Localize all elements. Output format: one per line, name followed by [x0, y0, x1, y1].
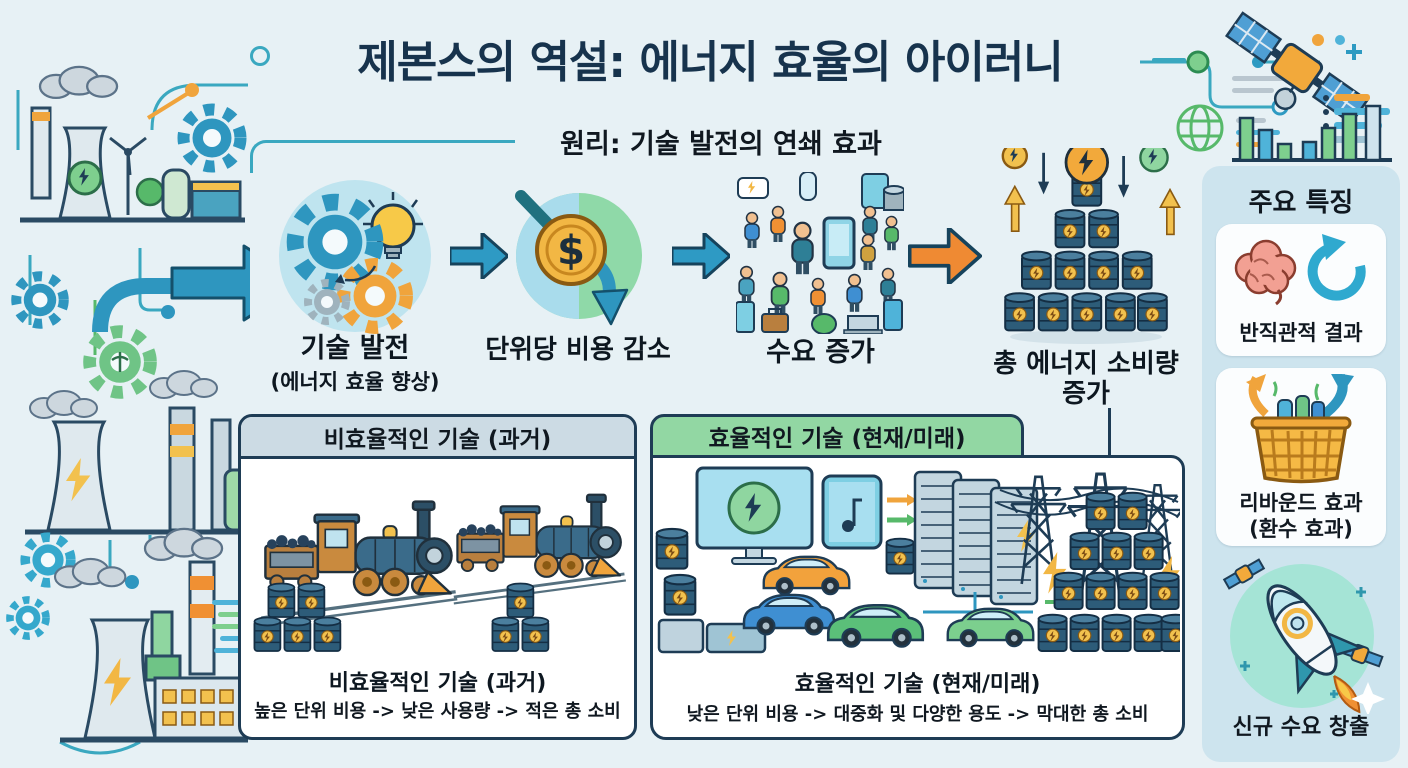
down-arrow: [591, 288, 629, 326]
connector-line: [1108, 408, 1111, 456]
monitor-icon: [695, 466, 814, 565]
panel-inefficient-past: 비효율적인 기술 (과거) 비효율적인 기술 (과거) 높은 단위 비용 -> …: [238, 414, 637, 740]
battery-icon: [657, 618, 767, 654]
panel-past-header: 비효율적인 기술 (과거): [241, 417, 634, 459]
plus-mark: [1346, 44, 1362, 60]
gear-icon: [16, 276, 64, 324]
globe-icon: [1176, 104, 1224, 152]
panel-past-caption-text: 높은 단위 비용 -> 낮은 사용량 -> 적은 총 소비: [254, 701, 621, 722]
steam-locomotive: [454, 463, 626, 603]
up-arrow: [1003, 184, 1026, 233]
flow-arrow-2: [672, 233, 730, 279]
briefcase-icon: [761, 308, 789, 333]
music-tablet-icon: [821, 474, 883, 550]
flow-step4-label: 총 에너지 소비량: [993, 349, 1179, 379]
database-icon: [883, 185, 904, 211]
flow-arrow-3: [908, 228, 982, 284]
feature-label-rebound2: (환수 효과): [1249, 517, 1353, 541]
panel-past-caption-title: 비효율적인 기술 (과거): [328, 671, 547, 696]
gears-lightbulb-icon: [279, 180, 431, 334]
key-features-sidebar: 주요 특징 반직관적 결과 리바운드 효과 (환수 효과): [1202, 166, 1400, 762]
sparkle: [1240, 587, 1366, 698]
flow-step1-sublabel: (에너지 효율 향상): [270, 370, 440, 394]
bag-icon: [811, 313, 837, 334]
feature-label-new-demand: 신규 수요 창출: [1232, 715, 1370, 740]
steam-locomotives-illustration: [253, 463, 633, 652]
laptop-icon: [843, 315, 883, 334]
car-green: [946, 607, 1035, 648]
node-dot: [1186, 50, 1210, 74]
panel-future-caption-text: 낮은 단위 비용 -> 대중화 및 다양한 용도 -> 막대한 총 소비: [686, 704, 1149, 725]
crowd-devices-icon: [736, 172, 904, 334]
flow-subtitle: 원리: 기술 발전의 연쇄 효과: [560, 129, 882, 160]
panel-efficient-future: 효율적인 기술 (현재/미래) 낮은 단위 비용 -> 대중화 및 다양한 용도…: [650, 455, 1185, 740]
arrow-small: [887, 514, 917, 526]
brain-icon: [1234, 239, 1297, 306]
list-lines: [1232, 76, 1290, 93]
satellite-chart-illustration: [1140, 11, 1392, 162]
up-arrow: [1159, 187, 1181, 236]
brain-cycle-icon: [1234, 234, 1366, 306]
arrow-small: [887, 494, 917, 506]
left-power-plants-illustration: [0, 65, 250, 755]
energy-barrel-stack-icon: [1001, 148, 1181, 344]
rebound-arrow-left: [1246, 374, 1266, 392]
phone-icon: [736, 301, 755, 333]
flow-step4-label2: 증가: [1062, 379, 1110, 409]
dollar-coin-icon: $: [535, 214, 607, 286]
panel-future-caption-title: 효율적인 기술 (현재/미래): [794, 672, 1041, 697]
title-dash: [1152, 58, 1186, 62]
satellite-icon: [1224, 11, 1370, 125]
gear-icon: [184, 110, 241, 167]
energy-badge: [1001, 148, 1028, 170]
flow-step2-label: 단위당 비용 감소: [485, 335, 671, 365]
efficient-tech-illustration: [655, 466, 1180, 654]
sparkle-star: [1351, 682, 1385, 714]
flow-arrow-1: [450, 233, 508, 279]
page-title: 제본스의 역설: 에너지 효율의 아이러니: [357, 37, 1064, 88]
phone-icon: [883, 299, 903, 331]
rocket-icon: [1266, 584, 1365, 714]
feature-label-counterintuitive: 반직관적 결과: [1239, 321, 1363, 345]
panel-future-header: 효율적인 기술 (현재/미래): [650, 414, 1024, 458]
rebound-arrow-right: [1331, 374, 1354, 394]
subtitle-connector-line: [250, 140, 515, 173]
mini-satellite-icon: [1222, 558, 1266, 590]
bottle-icon: [799, 172, 817, 201]
power-plant-bottom: [10, 527, 249, 743]
cycle-arrow-icon: [1307, 234, 1366, 301]
power-plant-top: [20, 65, 245, 223]
bar-chart-icon: [1232, 104, 1392, 162]
rocket-launch-icon: [1222, 558, 1385, 714]
power-plant-middle: [25, 332, 250, 535]
rebound-basket-icon: [1246, 374, 1354, 484]
feed-arrow: [92, 244, 250, 333]
feature-card-rebound: 리바운드 효과 (환수 효과): [1216, 368, 1386, 546]
car-blue: [742, 593, 836, 636]
sidebar-title: 주요 특징: [1248, 188, 1354, 218]
feature-card-counterintuitive: 반직관적 결과: [1216, 224, 1386, 356]
basket-icon: [1250, 416, 1352, 484]
svg-text:$: $: [557, 228, 585, 274]
car-green: [826, 603, 925, 649]
title-node-dot: [250, 46, 270, 66]
coin-cost-down-icon: $: [515, 190, 642, 326]
flow-step1-label: 기술 발전: [300, 333, 410, 364]
flow-step3-label: 수요 증가: [766, 337, 875, 368]
feature-label-rebound: 리바운드 효과: [1239, 491, 1363, 515]
